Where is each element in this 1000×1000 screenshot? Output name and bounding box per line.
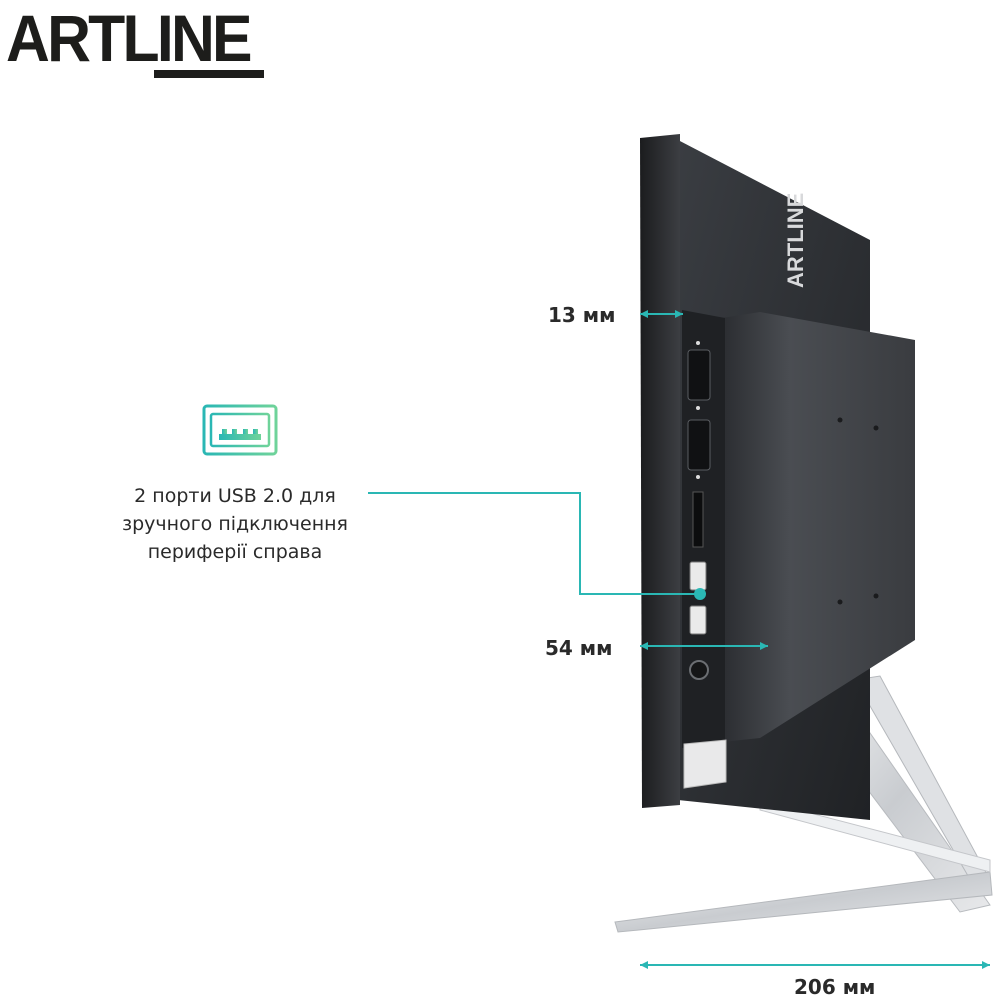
usb-callout-dot: [694, 588, 706, 600]
usb-port-icon: [202, 404, 278, 456]
side-ports: [687, 341, 711, 680]
back-logo: ARTLINE: [783, 193, 808, 288]
logo-underline: [154, 70, 264, 78]
thickness-bottom-label: 54 мм: [545, 636, 613, 660]
feature-line-2: зручного підключення: [122, 513, 348, 535]
logo-text: ARTLINE: [6, 1, 253, 75]
usb-port-1: [689, 561, 707, 591]
depth-label: 206 мм: [794, 975, 876, 999]
audio-jack: [689, 660, 709, 680]
feature-line-3: периферії справа: [147, 541, 323, 563]
artline-logo: ARTLINE: [6, 1, 266, 78]
usb-callout-line: [368, 492, 700, 595]
monitor-edge: [640, 134, 680, 808]
usb-port-2: [689, 605, 707, 635]
label-sticker: [683, 739, 727, 789]
pc-box: [722, 312, 915, 742]
feature-line-1: 2 порти USB 2.0 для: [134, 485, 336, 507]
thickness-top-label: 13 мм: [548, 303, 616, 327]
usb-feature-description: 2 порти USB 2.0 для зручного підключення…: [100, 482, 370, 566]
